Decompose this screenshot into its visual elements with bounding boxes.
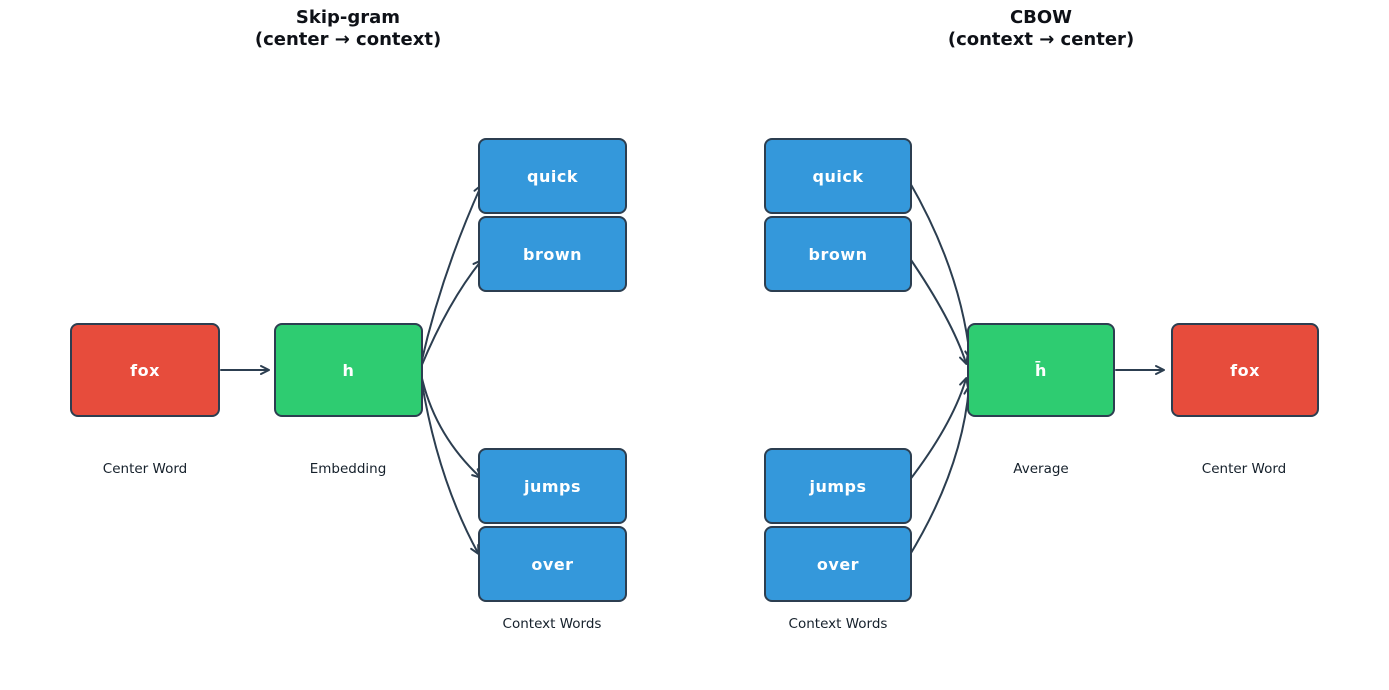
skipgram-title: Skip-gram (center → context) bbox=[255, 7, 441, 51]
arrow-sg-h-to-quick bbox=[420, 184, 483, 365]
sg-center-word-node: fox bbox=[70, 323, 220, 417]
sg-center-word-caption: Center Word bbox=[102, 461, 188, 477]
arrow-sg-h-to-jumps bbox=[420, 373, 482, 479]
cb-context-node-jumps: jumps bbox=[764, 448, 912, 524]
cb-average-caption: Average bbox=[1013, 461, 1069, 477]
cbow-title-line: CBOW bbox=[1009, 7, 1073, 28]
arrow-cb-over-to-h bbox=[907, 385, 974, 559]
skipgram-title-line: Skip-gram bbox=[295, 7, 401, 28]
sg-context-node-quick: quick bbox=[478, 138, 627, 214]
sg-context-node-brown: brown bbox=[478, 216, 627, 292]
arrow-cb-brown-to-h bbox=[908, 256, 969, 365]
arrow-cb-jumps-to-h bbox=[908, 377, 969, 482]
sg-context-words-caption: Context Words bbox=[502, 616, 602, 632]
arrow-sg-h-to-over bbox=[420, 376, 480, 555]
cbow-subtitle-line: (context → center) bbox=[947, 29, 1135, 50]
cb-context-node-brown: brown bbox=[764, 216, 912, 292]
cb-context-node-over: over bbox=[764, 526, 912, 602]
cb-context-node-quick: quick bbox=[764, 138, 912, 214]
arrow-sg-h-to-brown bbox=[420, 259, 483, 368]
sg-context-node-over: over bbox=[478, 526, 627, 602]
sg-context-node-jumps: jumps bbox=[478, 448, 627, 524]
cb-average-node: h̄ bbox=[967, 323, 1115, 417]
sg-embedding-caption: Embedding bbox=[309, 461, 387, 477]
sg-embedding-node: h bbox=[274, 323, 423, 417]
arrow-cb-quick-to-h bbox=[908, 180, 975, 360]
cb-context-words-caption: Context Words bbox=[788, 616, 888, 632]
cb-center-word-caption: Center Word bbox=[1201, 461, 1287, 477]
cbow-title: CBOW (context → center) bbox=[948, 7, 1134, 51]
skipgram-subtitle-line: (center → context) bbox=[254, 29, 442, 50]
cb-center-word-node: fox bbox=[1171, 323, 1319, 417]
